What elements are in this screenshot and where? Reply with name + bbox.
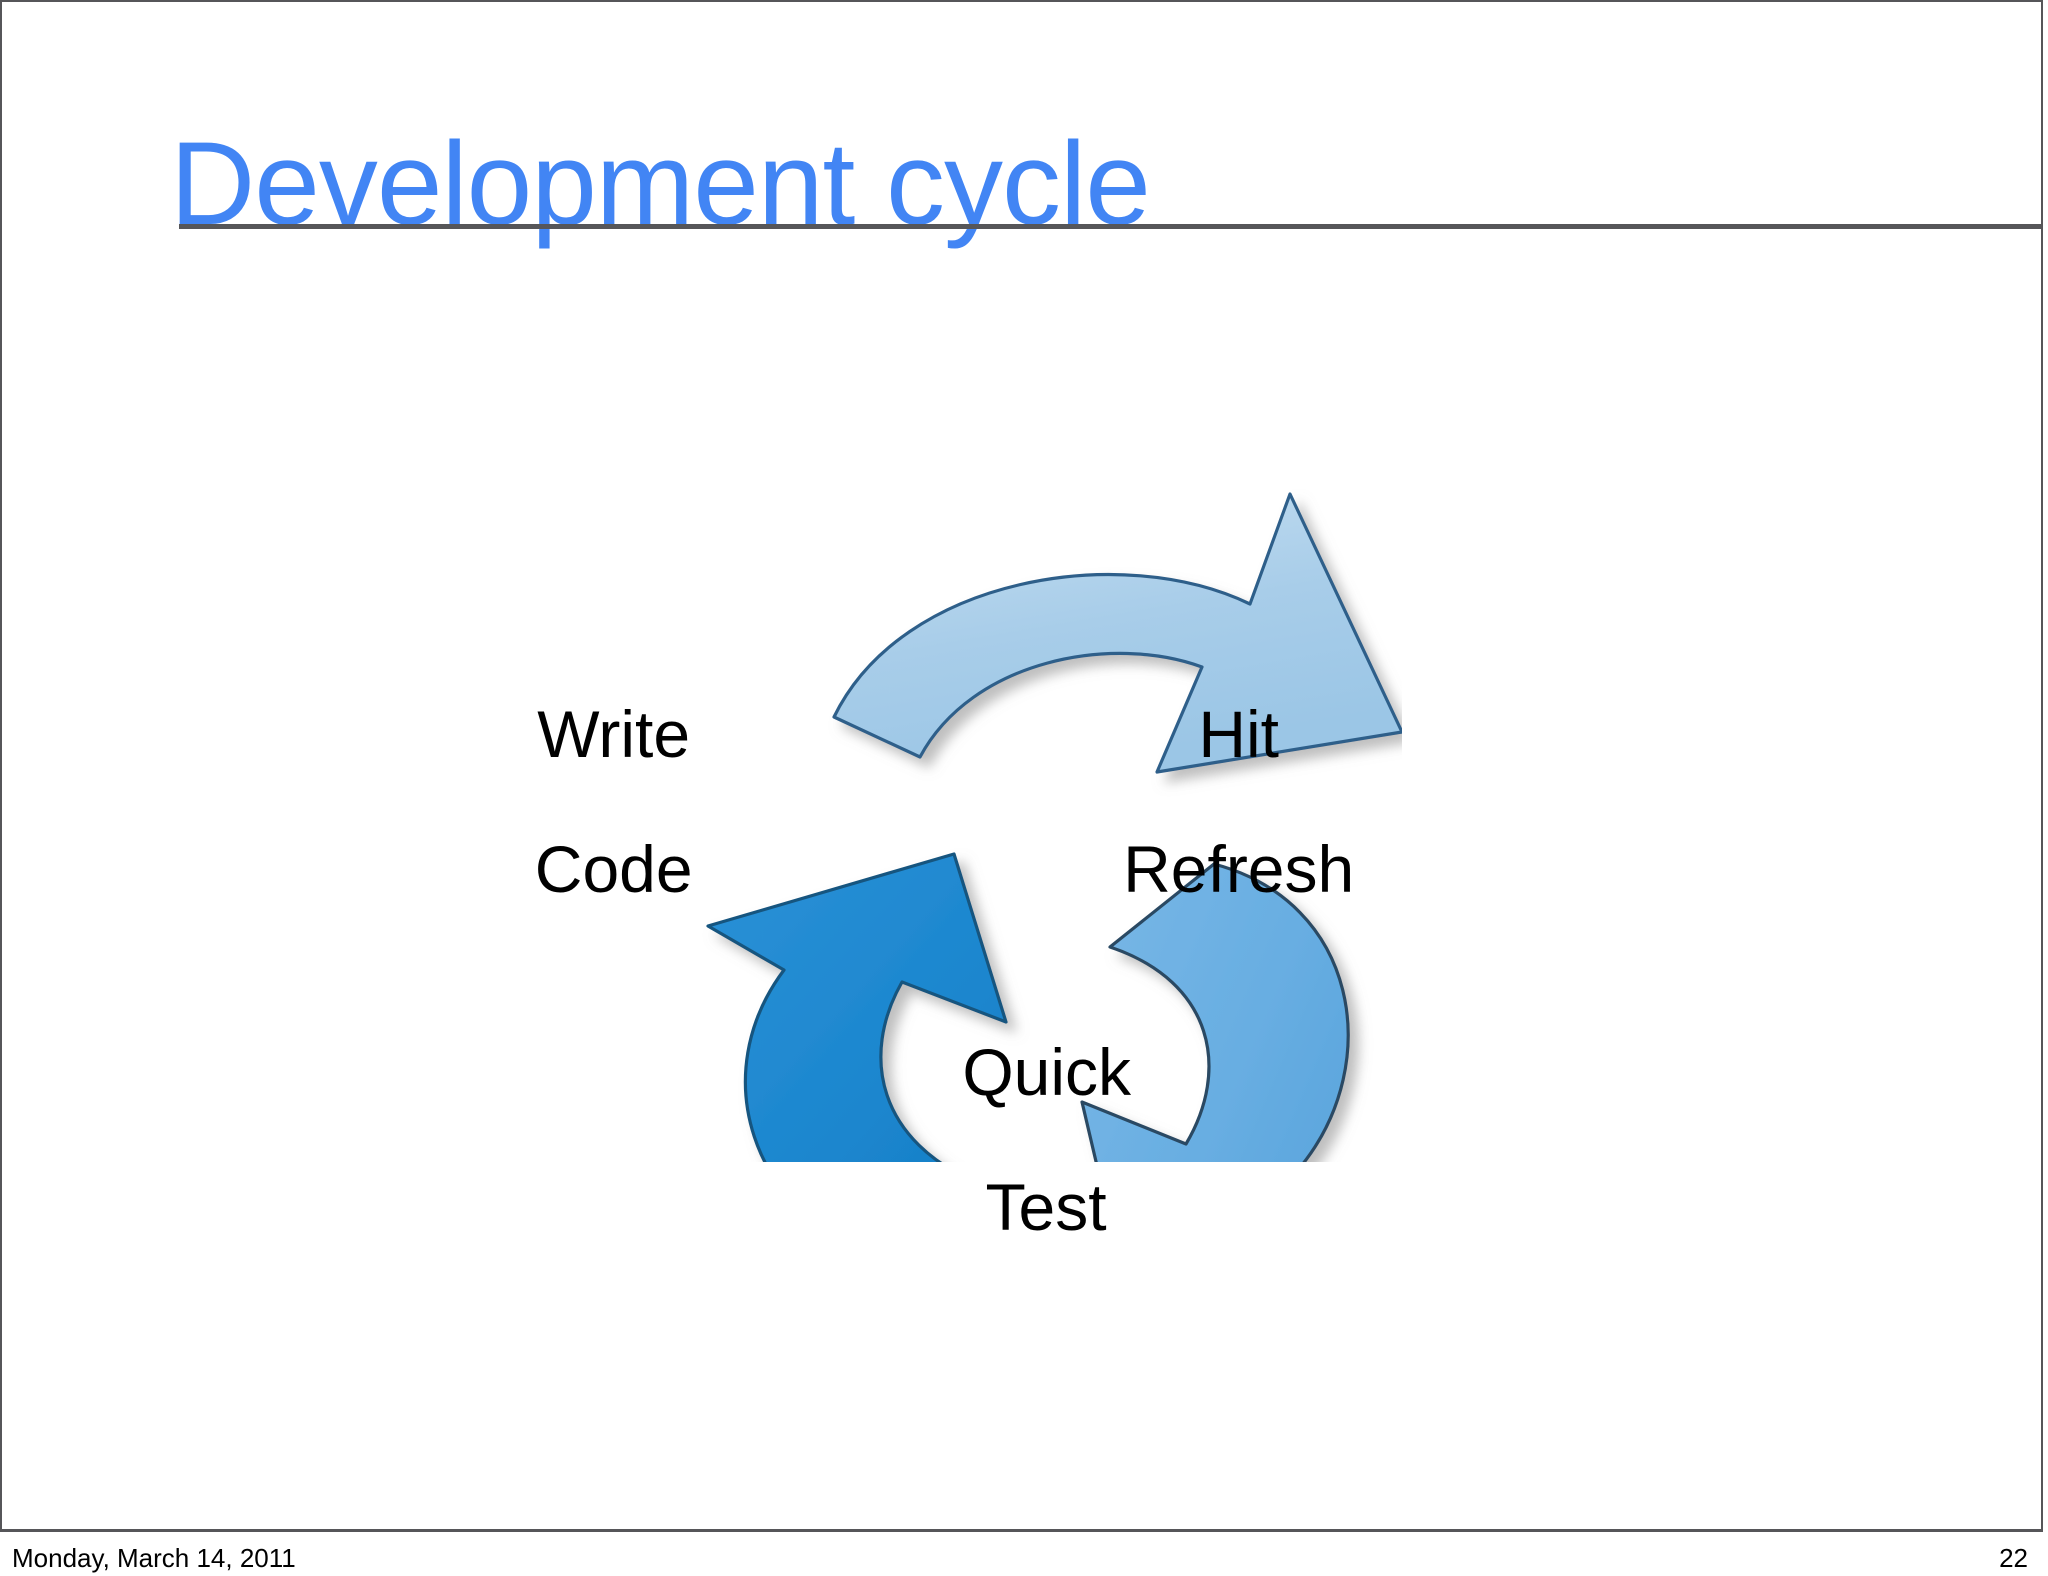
development-cycle-diagram bbox=[602, 402, 1402, 1162]
step-label-write-code-line2: Code bbox=[534, 831, 693, 906]
step-label-quick-test-line2: Test bbox=[985, 1169, 1107, 1244]
slide-canvas: Development cycle bbox=[0, 0, 2043, 1532]
step-label-write-code-line1: Write bbox=[537, 697, 691, 772]
step-label-hit-refresh-line2: Refresh bbox=[1123, 831, 1355, 906]
step-label-hit-refresh-line1: Hit bbox=[1198, 697, 1280, 772]
step-label-hit-refresh: Hit Refresh bbox=[1032, 634, 1372, 971]
arrow-write-to-refresh bbox=[832, 492, 1402, 774]
step-label-quick-test: Quick Test bbox=[860, 972, 1160, 1309]
arrow-test-to-write bbox=[706, 852, 1008, 1162]
title-divider bbox=[179, 224, 2043, 229]
arrow-refresh-to-test bbox=[1080, 862, 1350, 1162]
step-label-quick-test-line1: Quick bbox=[962, 1035, 1132, 1110]
step-label-write-code: Write Code bbox=[432, 634, 722, 971]
footer-page-number: 22 bbox=[1999, 1543, 2028, 1573]
footer-date: Monday, March 14, 2011 bbox=[12, 1543, 296, 1573]
